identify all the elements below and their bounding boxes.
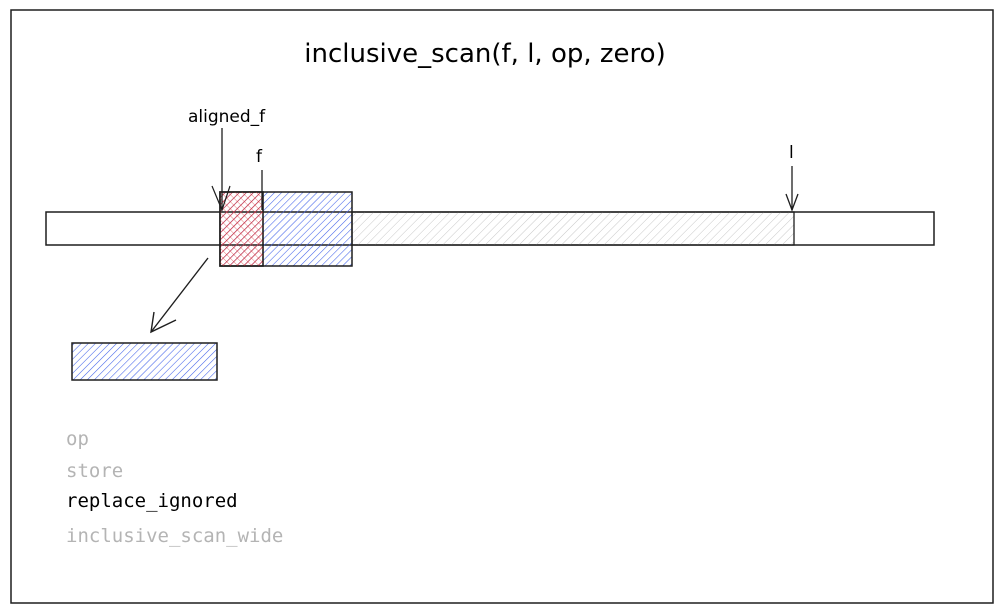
f-label: f bbox=[256, 147, 263, 167]
ignored-block-crosshatch bbox=[220, 192, 263, 266]
diagram-title: inclusive_scan(f, l, op, zero) bbox=[304, 39, 665, 69]
scan-range bbox=[351, 211, 795, 246]
aligned-f-arrowhead bbox=[211, 185, 231, 212]
step-replace-ignored: replace_ignored bbox=[66, 490, 238, 512]
result-arrowhead bbox=[150, 311, 177, 334]
l-label: l bbox=[789, 143, 794, 163]
aligned-f-label: aligned_f bbox=[188, 107, 266, 127]
step-op: op bbox=[66, 428, 89, 450]
step-store: store bbox=[66, 460, 124, 482]
step-inclusive-scan-wide: inclusive_scan_wide bbox=[66, 525, 284, 547]
l-arrowhead bbox=[785, 193, 799, 212]
result-arrow bbox=[150, 257, 209, 333]
outer-frame bbox=[10, 9, 994, 604]
result-block bbox=[71, 342, 218, 381]
